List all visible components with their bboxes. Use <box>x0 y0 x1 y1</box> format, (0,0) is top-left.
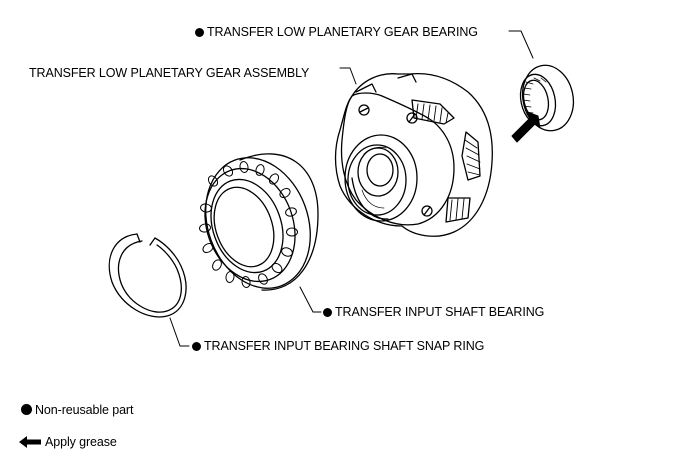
label-input-shaft-bearing-text: TRANSFER INPUT SHAFT BEARING <box>335 305 545 319</box>
filled-circle-icon <box>21 404 32 415</box>
arrow-left-icon <box>19 436 41 448</box>
legend-non-reusable-text: Non-reusable part <box>35 403 134 417</box>
non-reusable-dot-icon <box>195 28 204 37</box>
label-gear-bearing-text: TRANSFER LOW PLANETARY GEAR BEARING <box>207 25 478 39</box>
non-reusable-dot-icon <box>192 342 201 351</box>
label-gear-assembly-text: TRANSFER LOW PLANETARY GEAR ASSEMBLY <box>29 66 310 80</box>
label-gear-bearing: TRANSFER LOW PLANETARY GEAR BEARING <box>195 25 478 39</box>
legend-non-reusable: Non-reusable part <box>21 403 133 417</box>
label-gear-assembly: TRANSFER LOW PLANETARY GEAR ASSEMBLY <box>29 66 309 80</box>
input-shaft-bearing-drawing <box>199 153 319 291</box>
leader-lines <box>169 30 534 347</box>
label-snap-ring-text: TRANSFER INPUT BEARING SHAFT SNAP RING <box>204 339 485 353</box>
apply-grease-arrow-icon <box>511 111 541 143</box>
planetary-gear-bearing-drawing <box>519 64 575 132</box>
label-snap-ring: TRANSFER INPUT BEARING SHAFT SNAP RING <box>192 339 484 353</box>
non-reusable-dot-icon <box>323 308 332 317</box>
label-input-shaft-bearing: TRANSFER INPUT SHAFT BEARING <box>323 305 544 319</box>
legend-apply-grease-text: Apply grease <box>45 435 117 449</box>
planetary-gear-assembly-drawing <box>334 72 493 237</box>
legend-apply-grease: Apply grease <box>19 435 117 449</box>
snap-ring-drawing <box>108 233 187 318</box>
